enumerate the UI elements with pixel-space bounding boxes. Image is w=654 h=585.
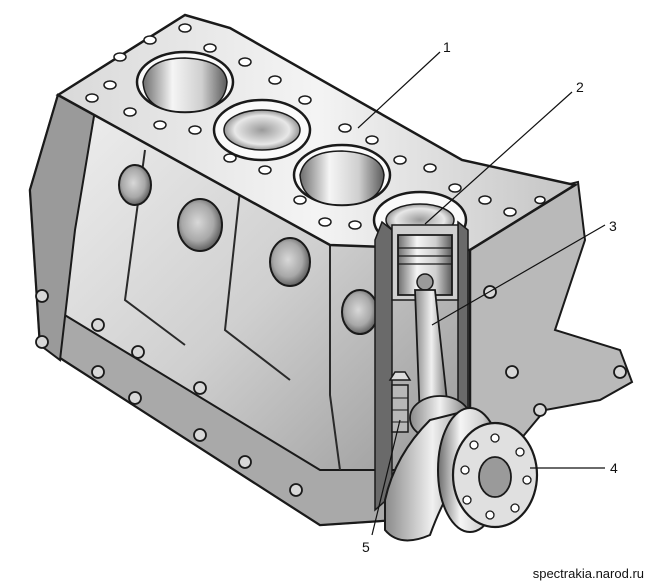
- callout-5: 5: [362, 539, 370, 555]
- piston: [397, 234, 453, 296]
- callout-3: 3: [609, 218, 617, 234]
- cylinder-bore-1: [135, 50, 235, 114]
- cylinder-bore-3: [292, 143, 392, 207]
- rail-bolt-holes: [35, 285, 627, 497]
- callout-leaders: [357, 51, 606, 536]
- cylinder-bore-2: [212, 98, 312, 162]
- oil-dipstick-plug: [388, 371, 412, 433]
- flange-bolt-holes: [460, 433, 532, 520]
- deck-holes: [85, 23, 546, 230]
- callout-2: 2: [576, 79, 584, 95]
- callout-4: 4: [610, 460, 618, 476]
- crankshaft: [384, 407, 539, 542]
- callout-1: 1: [443, 39, 451, 55]
- source-credit: spectrakia.narod.ru: [532, 566, 644, 581]
- cutaway-section: [374, 220, 471, 512]
- side-ports: [118, 164, 458, 335]
